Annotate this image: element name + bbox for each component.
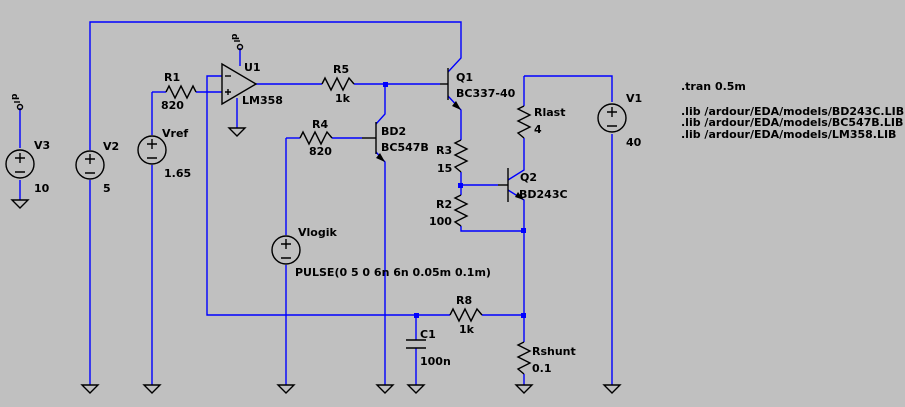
bd2-name: BD2 [381,125,406,138]
v2-name: V2 [103,140,119,153]
resistor-icon [165,84,197,100]
c1-value: 100n [420,355,451,368]
directive-lib-bd243c[interactable]: .lib /ardour/EDA/models/BD243C.LIB [681,105,904,118]
r3-name: R3 [436,144,452,157]
junctions [383,82,526,318]
resistor-icon [453,194,469,227]
v3-name: V3 [34,139,50,152]
resistor-r5[interactable]: R5 1k [321,63,355,105]
resistor-icon [449,307,483,323]
transistor-bd2[interactable]: BD2 BC547B [362,122,429,162]
r5-value: 1k [335,92,351,105]
r4-value: 820 [309,145,332,158]
resistor-icon [321,76,355,92]
v1-value: 40 [626,136,642,149]
resistor-r4[interactable]: R4 820 [299,118,333,158]
c1-name: C1 [420,328,436,341]
junction-dot [521,228,526,233]
ground-icon [602,384,622,394]
voltage-source-icon [597,103,627,133]
u1-name: U1 [244,61,261,74]
r3-value: 15 [437,162,452,175]
r4-name: R4 [312,118,328,131]
q2-value: BD243C [519,188,568,201]
q1-value: BC337-40 [456,87,516,100]
q2-name: Q2 [520,171,537,184]
vlogik-value: PULSE(0 5 0 6n 6n 0.05m 0.1m) [295,266,491,279]
voltage-source-icon [75,150,105,180]
vref-name: Vref [162,127,188,140]
ground-icon [276,384,296,394]
resistor-r2[interactable]: R2 100 [429,194,469,228]
rlast-value: 4 [534,123,542,136]
v2-value: 5 [103,182,111,195]
source-v3[interactable]: p V3 10 [5,93,50,195]
rlast-name: Rlast [534,106,565,119]
ground-icon [406,384,426,394]
voltage-source-icon [5,149,35,179]
resistor-icon [453,139,469,173]
directive-lib-lm358[interactable]: .lib /ardour/EDA/models/LM358.LIB [681,128,896,141]
ground-icon [10,199,30,209]
junction-dot [521,313,526,318]
v3-pin-label: p [10,93,20,100]
ground-icon [80,384,100,394]
voltage-source-icon [271,235,301,265]
rshunt-value: 0.1 [532,362,552,375]
resistor-icon [299,130,333,146]
source-vref[interactable]: Vref 1.65 [137,127,191,180]
resistor-icon [516,341,532,375]
v1-name: V1 [626,92,642,105]
source-v2[interactable]: V2 5 [75,140,119,195]
resistor-rshunt[interactable]: Rshunt 0.1 [516,341,576,375]
u1-pin-label: p [230,33,240,40]
r8-value: 1k [459,323,475,336]
ground-symbols [10,127,622,394]
junction-dot [383,82,388,87]
capacitor-c1[interactable]: C1 100n [406,328,451,368]
q1-name: Q1 [456,71,473,84]
source-v1[interactable]: V1 40 [597,92,642,149]
ground-icon [227,127,247,137]
ground-icon [514,384,534,394]
r2-name: R2 [436,198,452,211]
ground-icon [142,384,162,394]
wires [19,21,613,385]
junction-dot [458,183,463,188]
resistor-r8[interactable]: R8 1k [449,294,483,336]
bd2-value: BC547B [381,141,429,154]
vref-value: 1.65 [164,167,191,180]
u1-value: LM358 [242,94,283,107]
r5-name: R5 [333,63,349,76]
r8-name: R8 [456,294,472,307]
r1-value: 820 [161,99,184,112]
directive-lib-bc547b[interactable]: .lib /ardour/EDA/models/BC547B.LIB [681,116,903,129]
resistor-r3[interactable]: R3 15 [436,139,469,175]
transistor-q2[interactable]: Q2 BD243C [498,168,568,202]
capacitor-icon [406,339,426,349]
r1-name: R1 [164,71,180,84]
transistor-q1[interactable]: Q1 BC337-40 [440,68,516,110]
voltage-source-icon [137,135,167,165]
resistor-rlast[interactable]: Rlast 4 [516,105,565,139]
v3-value: 10 [34,182,50,195]
resistor-r1[interactable]: R1 820 [161,71,197,112]
resistor-icon [516,105,532,139]
r2-value: 100 [429,215,452,228]
directive-tran[interactable]: .tran 0.5m [681,80,746,93]
rshunt-name: Rshunt [532,345,576,358]
opamp-u1[interactable]: p U1 LM358 [221,33,283,107]
spice-directives[interactable]: .tran 0.5m .lib /ardour/EDA/models/BD243… [681,80,904,141]
source-vlogik[interactable]: Vlogik PULSE(0 5 0 6n 6n 0.05m 0.1m) [271,226,491,279]
opamp-icon [221,62,258,106]
vlogik-name: Vlogik [298,226,337,239]
junction-dot [414,313,419,318]
ground-icon [375,384,395,394]
